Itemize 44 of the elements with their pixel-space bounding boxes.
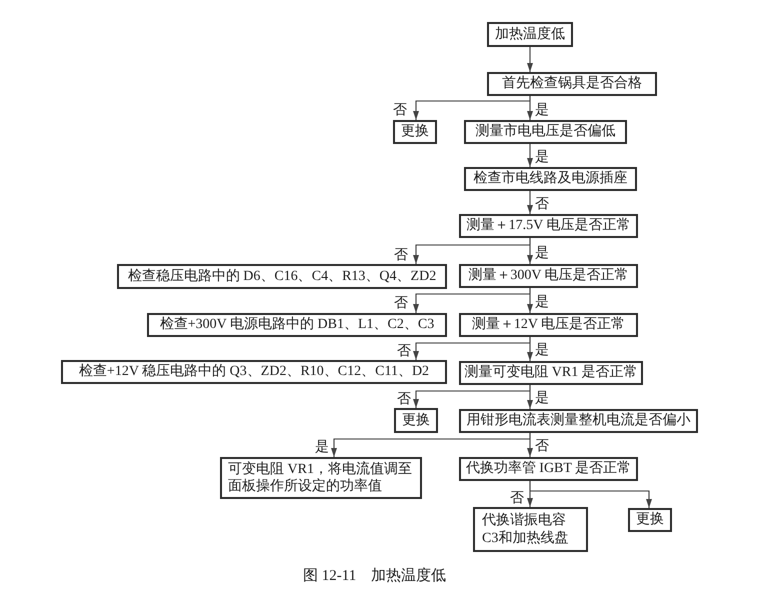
arrow <box>527 433 533 457</box>
edge-label: 否 <box>535 198 549 212</box>
process-box: 加热温度低 <box>487 22 573 47</box>
edge-label: 是 <box>535 104 549 118</box>
arrow <box>527 144 533 167</box>
arrow <box>529 481 652 508</box>
arrow <box>527 288 533 313</box>
process-box: 测量可变电阻 VR1 是否正常 <box>459 361 643 385</box>
edge-label: 否 <box>397 345 411 359</box>
process-box: 代换功率管 IGBT 是否正常 <box>459 457 638 481</box>
arrow <box>527 47 533 72</box>
process-box: 更换 <box>393 120 437 144</box>
edge-label: 是 <box>535 392 549 406</box>
edge-label: 否 <box>535 440 549 454</box>
process-box: 测量＋12V 电压是否正常 <box>459 313 638 337</box>
process-box: 用钳形电流表测量整机电流是否偏小 <box>459 409 698 433</box>
process-box: 检查+300V 电源电路中的 DB1、L1、C2、C3 <box>147 313 447 337</box>
arrow <box>527 238 533 264</box>
process-box: 测量＋17.5V 电压是否正常 <box>459 214 638 238</box>
process-box: 测量市电电压是否偏低 <box>464 120 627 144</box>
edge-label: 是 <box>535 151 549 165</box>
process-box: 检查稳压电路中的 D6、C16、C4、R13、Q4、ZD2 <box>117 264 447 289</box>
arrow <box>527 96 533 120</box>
edge-label: 否 <box>393 104 407 118</box>
process-box: 代换谐振电容C3和加热线盘 <box>473 507 588 552</box>
figure-caption: 图 12-11 加热温度低 <box>303 569 446 584</box>
process-box: 检查+12V 稳压电路中的 Q3、ZD2、R10、C12、C11、D2 <box>61 360 447 384</box>
edge-label: 是 <box>535 296 549 310</box>
edge-label: 是 <box>535 344 549 358</box>
edge-label: 否 <box>510 492 524 506</box>
arrow <box>527 385 533 409</box>
edge-label: 是 <box>535 247 549 261</box>
arrow <box>527 191 533 214</box>
edge-label: 否 <box>397 393 411 407</box>
edge-label: 否 <box>394 297 408 311</box>
edge-label: 否 <box>394 249 408 263</box>
arrow <box>527 337 533 361</box>
process-box: 更换 <box>628 508 672 532</box>
process-box: 检查市电线路及电源插座 <box>464 167 637 191</box>
process-box: 测量＋300V 电压是否正常 <box>459 264 638 288</box>
process-box: 可变电阻 VR1，将电流值调至面板操作所设定的功率值 <box>220 457 422 499</box>
edge-label: 是 <box>315 441 329 455</box>
process-box: 首先检查锅具是否合格 <box>487 72 657 96</box>
process-box: 更换 <box>394 408 438 433</box>
